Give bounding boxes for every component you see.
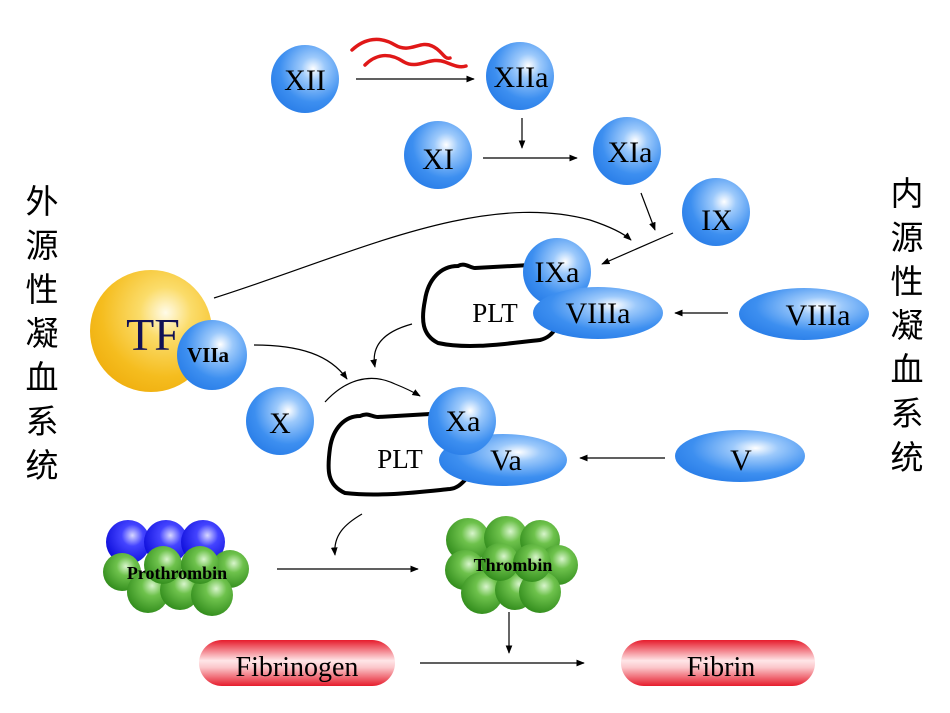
factor-ixa-label: IXa	[535, 256, 580, 289]
factor-xii: XII	[271, 45, 339, 113]
factor-xi-label: XI	[422, 143, 454, 176]
fibrin-label: Fibrin	[687, 652, 755, 683]
factor-xa: Xa	[428, 387, 496, 455]
fibrinogen: Fibrinogen	[199, 640, 395, 686]
factor-xa-label: Xa	[446, 405, 481, 438]
factor-xia: XIa	[593, 117, 661, 185]
extrinsic-char: 性	[25, 270, 59, 309]
arrow-x-to-xa	[324, 377, 421, 403]
factor-ix-label: IX	[701, 204, 733, 237]
factor-xiia-label: XIIa	[494, 61, 549, 94]
extrinsic-char: 外	[25, 182, 59, 221]
extrinsic-char: 源	[25, 226, 59, 265]
factor-viia-label: VIIa	[187, 343, 230, 367]
intrinsic-char: 系	[890, 394, 924, 433]
fibrinogen-label: Fibrinogen	[236, 652, 359, 683]
factor-viia: VIIa	[177, 320, 247, 390]
factor-v-label: V	[730, 444, 752, 477]
extrinsic-pathway-label: 外 源 性 凝 血 系 统	[22, 180, 62, 488]
platelet-lower	[326, 412, 468, 497]
intrinsic-char: 性	[890, 262, 924, 301]
factor-xii-label: XII	[284, 64, 326, 97]
prothrombin-label: Prothrombin	[127, 563, 227, 583]
intrinsic-char: 内	[890, 174, 924, 213]
factor-viiia-free-label: VIIIa	[786, 299, 851, 332]
intrinsic-char: 血	[890, 350, 924, 389]
factor-viiia-bound-label: VIIIa	[566, 297, 631, 330]
thrombin-label: Thrombin	[474, 555, 553, 575]
thrombin-cluster: Thrombin	[445, 516, 578, 614]
extrinsic-char: 统	[25, 446, 59, 485]
contact-surface-squiggle-2	[363, 53, 468, 69]
arrow-prothrombinase-down	[330, 513, 363, 556]
factor-xiia: XIIa	[486, 42, 554, 110]
contact-surface-squiggle-1	[350, 37, 452, 60]
factor-x: X	[246, 387, 314, 455]
factor-ix: IX	[682, 178, 750, 246]
factor-v: V	[675, 430, 805, 482]
intrinsic-char: 凝	[890, 306, 924, 345]
factor-va-label: Va	[490, 444, 522, 477]
fibrin: Fibrin	[621, 640, 815, 686]
arrow-tenase-to-x	[370, 323, 413, 368]
tissue-factor-label: TF	[126, 309, 180, 360]
factor-x-label: X	[269, 407, 291, 440]
arrow-ix-to-ixa	[601, 232, 674, 265]
arrow-tf-to-ixa	[213, 211, 632, 299]
platelet-upper	[421, 262, 558, 348]
factor-xia-label: XIa	[608, 136, 653, 169]
extrinsic-char: 系	[25, 402, 59, 441]
extrinsic-char: 凝	[25, 314, 59, 353]
arrow-xia-down	[640, 192, 656, 231]
factor-viiia-free: VIIIa	[739, 288, 869, 340]
platelet-lower-label: PLT	[377, 444, 423, 474]
prothrombin-cluster: Prothrombin	[103, 520, 249, 616]
intrinsic-char: 源	[890, 218, 924, 257]
intrinsic-char: 统	[890, 438, 924, 477]
intrinsic-pathway-label: 内 源 性 凝 血 系 统	[887, 172, 927, 480]
platelet-upper-label: PLT	[472, 298, 518, 328]
arrow-viia-to-x	[253, 344, 348, 380]
factor-viiia-bound: VIIIa	[533, 287, 663, 339]
factor-xi: XI	[404, 121, 472, 189]
extrinsic-char: 血	[25, 358, 59, 397]
